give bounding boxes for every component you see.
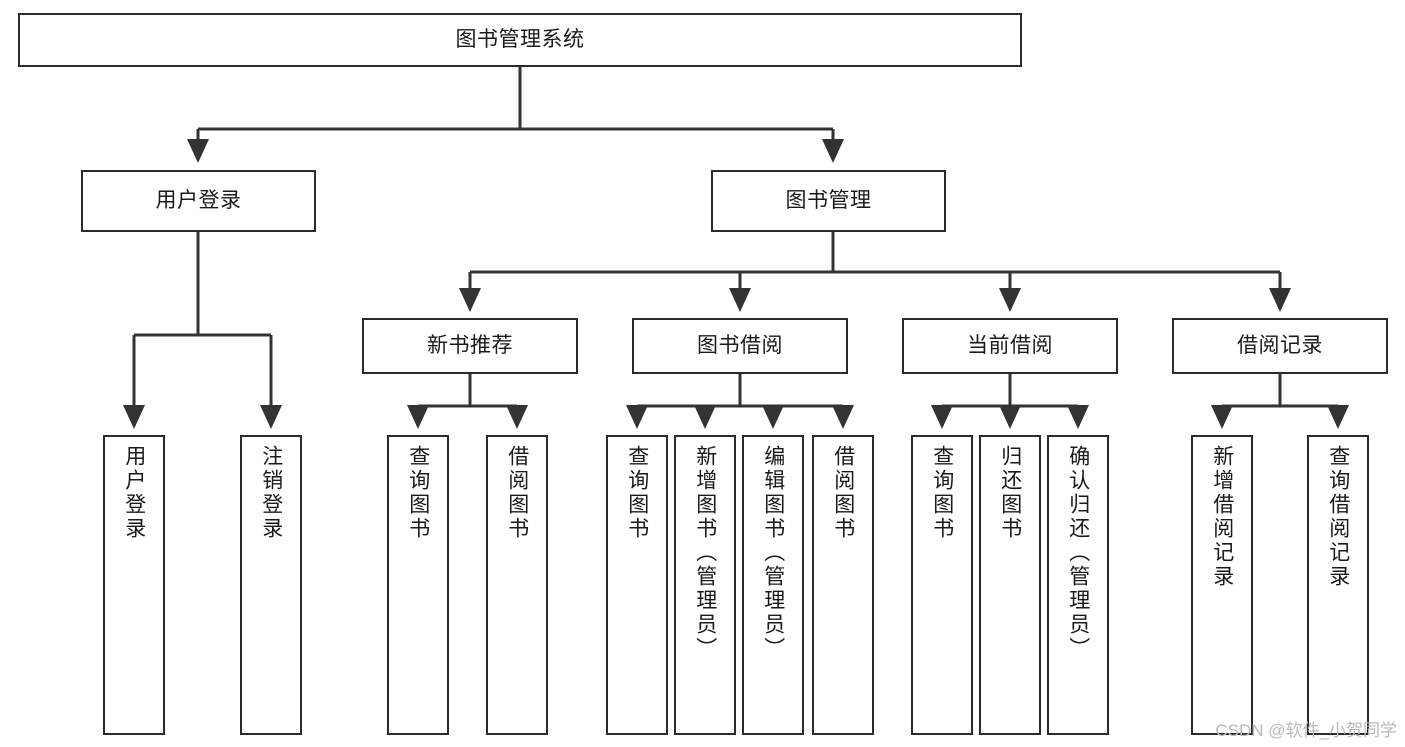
node-book-management-label: 图书管理 [785, 189, 872, 213]
node-leaf-query-record-label: 查询借阅记录 [1326, 445, 1350, 589]
node-user-login-label: 用户登录 [155, 189, 242, 213]
node-new-book-recommend-label: 新书推荐 [427, 334, 513, 358]
node-leaf-borrow-book-1-label: 借阅图书 [505, 445, 529, 541]
node-leaf-borrow-book-2[interactable]: 借阅图书 [812, 435, 874, 735]
node-book-borrow-label: 图书借阅 [697, 334, 783, 358]
node-borrow-record[interactable]: 借阅记录 [1172, 318, 1388, 374]
node-leaf-add-record[interactable]: 新增借阅记录 [1191, 435, 1253, 735]
node-leaf-query-book-1[interactable]: 查询图书 [387, 435, 449, 735]
node-leaf-confirm-return[interactable]: 确认归还（管理员） [1047, 435, 1109, 735]
node-leaf-query-book-3-label: 查询图书 [930, 445, 954, 541]
node-borrow-record-label: 借阅记录 [1237, 334, 1323, 358]
node-current-borrow[interactable]: 当前借阅 [902, 318, 1118, 374]
node-leaf-user-logout[interactable]: 注销登录 [240, 435, 302, 735]
node-leaf-user-login[interactable]: 用户登录 [103, 435, 165, 735]
node-book-borrow[interactable]: 图书借阅 [632, 318, 848, 374]
node-leaf-query-book-2[interactable]: 查询图书 [606, 435, 668, 735]
node-user-login[interactable]: 用户登录 [81, 170, 316, 232]
node-leaf-edit-book-label: 编辑图书（管理员） [761, 445, 785, 661]
node-current-borrow-label: 当前借阅 [967, 334, 1053, 358]
node-leaf-add-book-label: 新增图书（管理员） [693, 445, 717, 661]
node-leaf-borrow-book-2-label: 借阅图书 [831, 445, 855, 541]
node-leaf-confirm-return-label: 确认归还（管理员） [1066, 445, 1090, 661]
node-leaf-query-book-1-label: 查询图书 [406, 445, 430, 541]
node-leaf-user-login-label: 用户登录 [122, 445, 146, 541]
node-book-management[interactable]: 图书管理 [711, 170, 946, 232]
node-leaf-query-book-2-label: 查询图书 [625, 445, 649, 541]
csdn-watermark: CSDN @软件_小贺同学 [1215, 721, 1397, 740]
node-new-book-recommend[interactable]: 新书推荐 [362, 318, 578, 374]
node-leaf-add-book[interactable]: 新增图书（管理员） [674, 435, 736, 735]
node-root[interactable]: 图书管理系统 [18, 13, 1022, 67]
node-leaf-query-book-3[interactable]: 查询图书 [911, 435, 973, 735]
node-leaf-add-record-label: 新增借阅记录 [1210, 445, 1234, 589]
node-leaf-query-record[interactable]: 查询借阅记录 [1307, 435, 1369, 735]
node-leaf-return-book[interactable]: 归还图书 [979, 435, 1041, 735]
node-leaf-user-logout-label: 注销登录 [259, 445, 283, 541]
node-leaf-return-book-label: 归还图书 [998, 445, 1022, 541]
node-root-label: 图书管理系统 [455, 28, 585, 52]
node-leaf-edit-book[interactable]: 编辑图书（管理员） [742, 435, 804, 735]
node-leaf-borrow-book-1[interactable]: 借阅图书 [486, 435, 548, 735]
